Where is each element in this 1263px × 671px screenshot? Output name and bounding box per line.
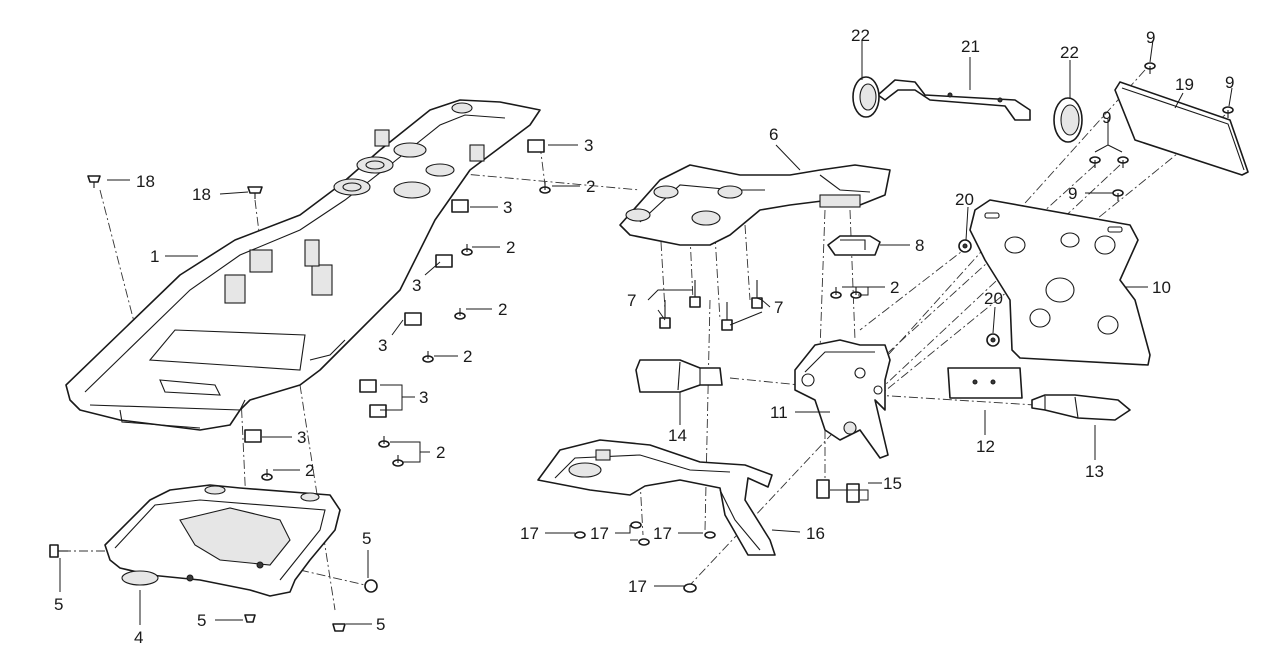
callout-9: 9 xyxy=(1225,73,1234,92)
callout-17: 17 xyxy=(628,577,647,596)
clip-3-a xyxy=(527,139,545,153)
callout-20: 20 xyxy=(955,190,974,209)
callout-2: 2 xyxy=(506,238,515,257)
callout-6: 6 xyxy=(769,125,778,144)
callout-3: 3 xyxy=(584,136,593,155)
assembly-lines xyxy=(62,69,1226,611)
callout-17: 17 xyxy=(653,524,672,543)
screw-17-a xyxy=(574,531,586,539)
callout-3: 3 xyxy=(503,198,512,217)
rivet-5-b xyxy=(364,579,378,593)
callout-14: 14 xyxy=(668,426,687,445)
callout-5: 5 xyxy=(54,595,63,614)
bolt-15-a xyxy=(816,479,830,499)
callout-21: 21 xyxy=(961,37,980,56)
part-21-reflector-bracket xyxy=(877,79,1031,121)
callout-7: 7 xyxy=(774,298,783,317)
callout-7: 7 xyxy=(627,291,636,310)
screws-2 xyxy=(261,182,862,481)
part-22-reflector-right xyxy=(1053,97,1083,143)
part-19-plate xyxy=(1114,81,1249,176)
clip-3-e xyxy=(359,379,377,393)
callout-18: 18 xyxy=(136,172,155,191)
clip-3-d xyxy=(404,312,422,326)
screw-18-a xyxy=(87,175,101,183)
part-10-license-plate-holder xyxy=(969,199,1151,366)
callout-22: 22 xyxy=(1060,43,1079,62)
callout-16: 16 xyxy=(806,524,825,543)
part-22-reflector-left xyxy=(852,76,880,118)
callout-3: 3 xyxy=(378,336,387,355)
callout-8: 8 xyxy=(915,236,924,255)
callout-9: 9 xyxy=(1102,108,1111,127)
screw-17-c xyxy=(638,538,650,546)
clip-3-c xyxy=(435,254,453,268)
callout-22: 22 xyxy=(851,26,870,45)
callout-2: 2 xyxy=(890,278,899,297)
callout-2: 2 xyxy=(305,461,314,480)
callout-13: 13 xyxy=(1085,462,1104,481)
callout-9: 9 xyxy=(1146,28,1155,47)
rivet-5-c xyxy=(244,614,256,623)
callout-5: 5 xyxy=(376,615,385,634)
callout-20: 20 xyxy=(984,289,1003,308)
screw-17-e xyxy=(683,583,697,593)
callout-17: 17 xyxy=(590,524,609,543)
callout-3: 3 xyxy=(412,276,421,295)
callout-2: 2 xyxy=(436,443,445,462)
callout-11: 11 xyxy=(770,403,788,422)
part-14-turn-signal-left xyxy=(635,359,723,393)
callout-2: 2 xyxy=(463,347,472,366)
bolt-15-b xyxy=(846,483,860,503)
callout-2: 2 xyxy=(586,177,595,196)
part-4-lower-tray xyxy=(104,484,341,597)
screw-18-b xyxy=(247,186,263,194)
callout-12: 12 xyxy=(976,437,995,456)
part-16-rear-fender xyxy=(537,439,776,556)
rivet-5-d xyxy=(332,623,346,632)
screw-17-d xyxy=(704,531,716,539)
hardware xyxy=(49,62,1234,632)
callout-5: 5 xyxy=(362,529,371,548)
callout-3: 3 xyxy=(297,428,306,447)
leader-lines xyxy=(59,39,1233,625)
part-13-turn-signal-right xyxy=(1031,394,1131,421)
callout-5: 5 xyxy=(197,611,206,630)
part-11-plate-bracket xyxy=(794,339,891,459)
callout-17: 17 xyxy=(520,524,539,543)
screw-17-b xyxy=(630,521,642,529)
clip-3-g xyxy=(244,429,262,443)
callout-4: 4 xyxy=(134,628,143,647)
callout-1: 1 xyxy=(150,247,159,266)
rivet-5-a xyxy=(49,544,59,558)
callout-19: 19 xyxy=(1175,75,1194,94)
bolts-7 xyxy=(659,280,763,331)
clip-3-f xyxy=(369,404,387,418)
callout-labels: 1 18 18 3 2 3 2 3 2 3 2 3 2 3 2 4 5 5 5 … xyxy=(54,26,1234,647)
callout-15: 15 xyxy=(883,474,902,493)
part-1-rear-undertray xyxy=(65,99,541,431)
callout-10: 10 xyxy=(1152,278,1171,297)
callout-2: 2 xyxy=(498,300,507,319)
clip-3-b xyxy=(451,199,469,213)
part-8-clip xyxy=(827,235,881,256)
part-6-support-bracket xyxy=(619,164,891,246)
part-12-reflector-plate xyxy=(947,367,1023,399)
callout-18: 18 xyxy=(192,185,211,204)
callout-3: 3 xyxy=(419,388,428,407)
callout-9: 9 xyxy=(1068,184,1077,203)
